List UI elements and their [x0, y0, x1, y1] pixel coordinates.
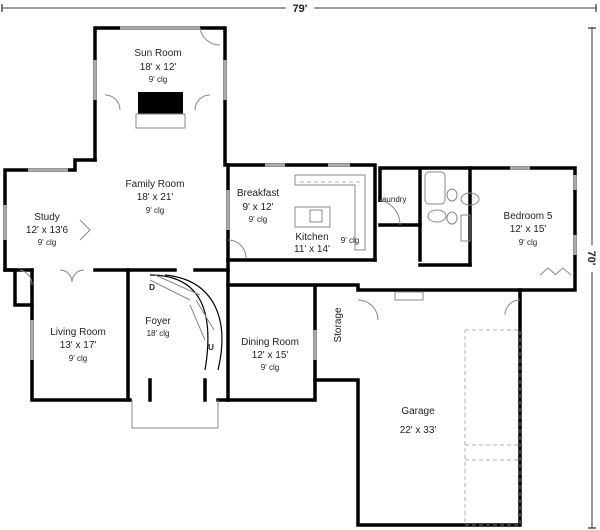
room-size: 22' x 33' [400, 425, 437, 436]
depth-label: 70' [585, 251, 597, 266]
room-ceiling: 9' clg [38, 238, 56, 247]
room-living-room: Living Room 13' x 17' 9' clg [50, 327, 106, 363]
bath-fixtures [424, 171, 480, 242]
room-size: 18' x 12' [140, 62, 177, 73]
stairs-up-label: U [208, 343, 214, 352]
room-ceiling: 9' clg [261, 363, 279, 372]
doors [19, 27, 572, 321]
fireplace [135, 92, 186, 129]
room-name: Storage [333, 307, 344, 342]
room-breakfast: Breakfast 9' x 12' 9' clg [237, 188, 279, 224]
width-label: 79' [293, 3, 308, 15]
room-ceiling: 9' clg [341, 236, 359, 245]
room-size: 12' x 15' [252, 350, 289, 361]
room-foyer: Foyer 18' clg [145, 316, 171, 338]
room-ceiling: 9' clg [149, 75, 167, 84]
room-name: Dining Room [241, 337, 299, 348]
room-name: Foyer [145, 316, 171, 327]
room-name: Family Room [126, 179, 185, 190]
room-size: 12' x 13'6 [26, 225, 69, 236]
room-family-room: Family Room 18' x 21' 9' clg [126, 179, 185, 215]
room-name: Living Room [50, 327, 106, 338]
room-ceiling: 18' clg [147, 329, 170, 338]
room-size: 12' x 15' [510, 224, 547, 235]
room-kitchen: Kitchen 11' x 14' 9' clg [294, 232, 359, 255]
stairs-down-label: D [149, 283, 155, 292]
room-sun-room: Sun Room 18' x 12' 9' clg [134, 48, 181, 84]
room-ceiling: 9' clg [146, 206, 164, 215]
room-name: Bedroom 5 [504, 211, 553, 222]
room-size: 11' x 14' [294, 244, 330, 255]
windows [3, 26, 577, 360]
garage-doors [464, 329, 521, 526]
room-size: 18' x 21' [137, 192, 174, 203]
room-storage: Storage [333, 307, 344, 342]
room-name: Garage [401, 406, 435, 417]
room-dining-room: Dining Room 12' x 15' 9' clg [241, 337, 299, 372]
room-name: Breakfast [237, 188, 279, 199]
kitchen-counters [294, 174, 366, 251]
room-ceiling: 9' clg [519, 238, 537, 247]
room-study: Study 12' x 13'6 9' clg [26, 212, 69, 247]
room-bedroom-5: Bedroom 5 12' x 15' 9' clg [504, 211, 553, 247]
room-size: 13' x 17' [60, 340, 97, 351]
staircase: D U [149, 274, 223, 371]
depth-dimension: 70' [585, 27, 597, 529]
room-garage: Garage 22' x 33' [400, 406, 437, 436]
room-laundry: Laundry [378, 195, 407, 204]
room-name: Laundry [378, 195, 407, 204]
room-ceiling: 9' clg [69, 354, 87, 363]
width-dimension: 79' [1, 3, 597, 15]
room-name: Study [34, 212, 60, 223]
walls [3, 26, 577, 527]
room-name: Sun Room [134, 48, 181, 59]
room-ceiling: 9' clg [249, 215, 267, 224]
room-name: Kitchen [295, 232, 328, 243]
room-size: 9' x 12' [242, 202, 273, 213]
front-porch [131, 291, 424, 429]
